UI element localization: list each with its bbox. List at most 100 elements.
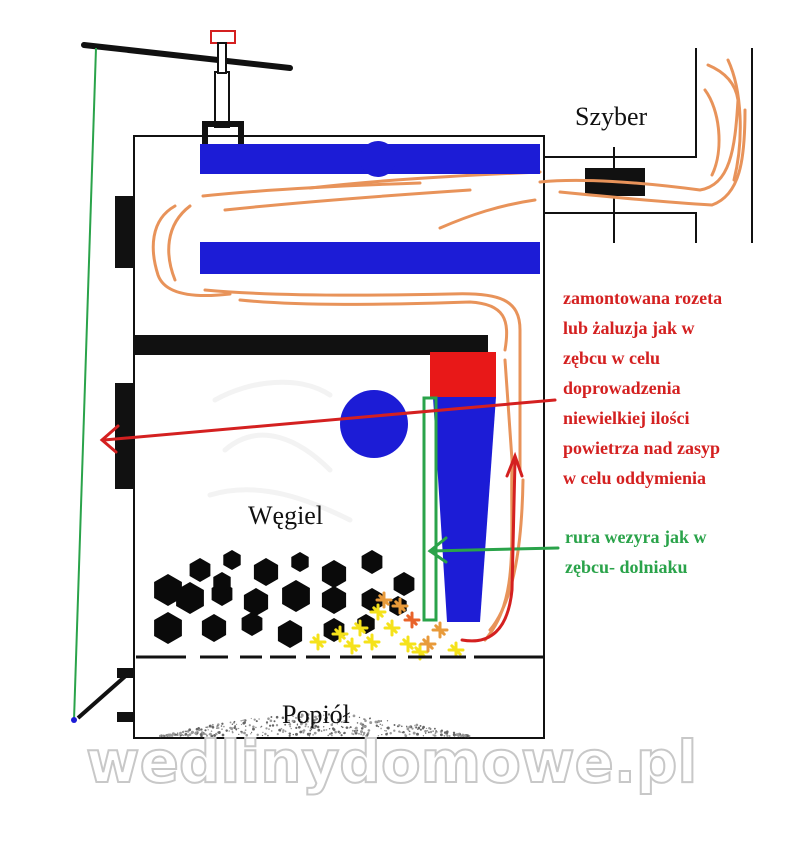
ash-speck [406, 726, 407, 727]
rosette-line-5: niewielkiej ilości [563, 408, 689, 428]
ash-speck [416, 724, 419, 727]
coal-piece [242, 612, 263, 636]
ash-speck [269, 725, 271, 727]
ash-speck [241, 724, 242, 725]
ash-door-lever [78, 672, 130, 718]
ash-speck [256, 720, 258, 722]
ash-speck [267, 717, 270, 720]
ash-speck [212, 724, 214, 726]
ash-speck [232, 724, 233, 725]
rosette-line-1: zamontowana rozeta [563, 288, 722, 308]
fire-spark [385, 621, 399, 635]
fuel-door [115, 383, 133, 489]
ash-speck [270, 716, 272, 718]
coal-piece [394, 572, 415, 596]
coal-piece [362, 550, 383, 574]
ash-speck [258, 718, 260, 720]
fire-spark [421, 637, 435, 651]
fire-spark [311, 635, 325, 649]
fire-spark [345, 639, 359, 653]
coal-piece [322, 560, 346, 588]
fire-spark [405, 613, 419, 627]
fire-spark [401, 637, 415, 651]
ash-speck [276, 724, 278, 726]
coal-piece [223, 550, 240, 570]
ash-speck [380, 724, 381, 725]
ash-speck [357, 722, 359, 724]
coal-label: Węgiel [248, 501, 323, 530]
coal-pile [154, 550, 414, 648]
lever-cap [211, 31, 235, 43]
ash-speck [234, 721, 236, 723]
fire-spark [433, 623, 447, 637]
lever-rod-top [218, 43, 226, 73]
ash-speck [353, 715, 356, 718]
ash-speck [420, 725, 422, 727]
fire-spark [365, 635, 379, 649]
middle-baffle [200, 242, 540, 274]
ash-speck [254, 718, 256, 720]
tapered-baffle [433, 397, 496, 622]
lever-rope [74, 48, 96, 720]
ash-speck [394, 724, 396, 726]
ash-speck [387, 720, 388, 721]
ash-speck [363, 718, 365, 720]
ash-speck [242, 720, 243, 721]
smoke-scribbles [210, 382, 350, 520]
flue-outlet [544, 48, 752, 243]
wezyr-pipe [424, 398, 436, 620]
pipe-annotation: rura wezyra jak w zębcu- dolniaku [565, 527, 706, 577]
upper-baffle-pipe [360, 141, 396, 177]
ash-speck [234, 725, 236, 727]
ash-speck [381, 724, 383, 726]
ash-speck [272, 724, 274, 726]
coal-piece [154, 612, 182, 644]
ash-speck [359, 717, 360, 718]
rosette-line-7: w celu oddymienia [563, 468, 706, 488]
ash-speck [251, 718, 252, 719]
ash-speck [266, 721, 268, 723]
ash-speck [230, 721, 232, 723]
ash-speck [236, 724, 237, 725]
firebox-pipe [340, 390, 408, 458]
ash-speck [398, 725, 400, 727]
ash-speck [276, 716, 279, 719]
ash-label: Popiół [282, 700, 351, 729]
ash-speck [249, 724, 251, 726]
rope-anchor [71, 717, 77, 723]
ash-speck [221, 725, 223, 727]
ash-speck [414, 725, 415, 726]
ash-speck [245, 725, 246, 726]
pipe-line-1: rura wezyra jak w [565, 527, 706, 547]
rosette-line-4: doprowadzenia [563, 378, 681, 398]
ash-speck [221, 723, 223, 725]
ash-speck [274, 720, 276, 722]
ash-speck [369, 721, 372, 724]
coal-piece [202, 614, 226, 642]
coal-piece [278, 620, 302, 648]
ash-speck [401, 726, 403, 728]
rosette-line-2: lub żaluzja jak w [563, 318, 695, 338]
ash-speck [270, 719, 273, 722]
ash-speck [243, 721, 246, 724]
watermark: wedlinydomowe.pl [86, 728, 697, 796]
coal-piece [282, 580, 310, 612]
coal-piece [291, 552, 308, 572]
ash-speck [360, 722, 363, 725]
ash-speck [364, 720, 367, 723]
coal-piece [244, 588, 268, 616]
coal-piece [254, 558, 278, 586]
ash-speck [243, 719, 245, 721]
coal-piece [322, 586, 346, 614]
rosette-vent [430, 352, 496, 397]
ash-speck [217, 723, 219, 725]
rosette-annotation: zamontowana rozeta lub żaluzja jak w zęb… [563, 288, 722, 488]
rosette-line-6: powietrza nad zasyp [563, 438, 720, 458]
lever-rod [215, 72, 229, 127]
ash-speck [380, 720, 382, 722]
ash-speck [369, 717, 371, 719]
ash-speck [376, 725, 378, 727]
ash-door-hinge-bottom [117, 712, 133, 722]
pipe-line-2: zębcu- dolniaku [565, 557, 688, 577]
